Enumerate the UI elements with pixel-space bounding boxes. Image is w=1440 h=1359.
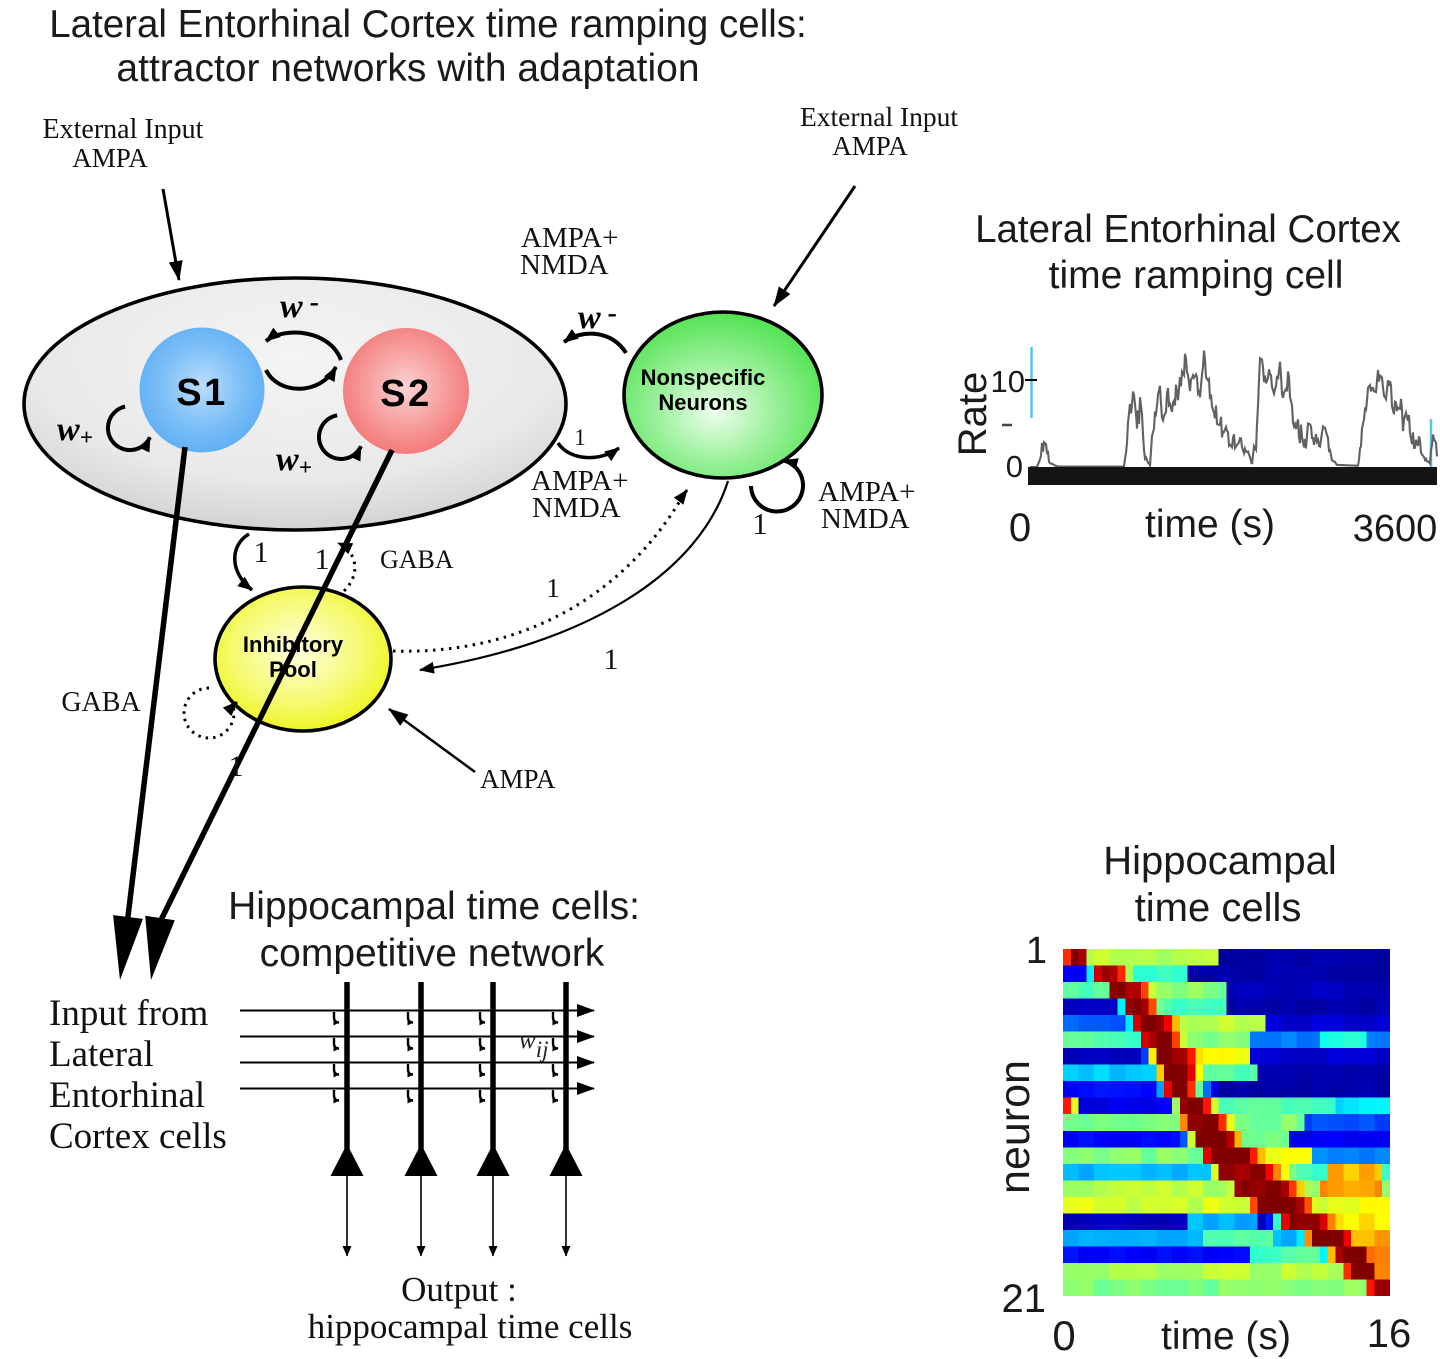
svg-text:AMPA: AMPA — [72, 143, 148, 173]
svg-text:Lateral Entorhinal Cortex: Lateral Entorhinal Cortex — [975, 208, 1401, 251]
svg-text:Cortex cells: Cortex cells — [49, 1116, 227, 1157]
svg-text:NMDA: NMDA — [821, 503, 910, 535]
svg-text:1: 1 — [229, 750, 244, 783]
svg-text:3600: 3600 — [1353, 508, 1438, 550]
svg-text:Output :: Output : — [401, 1270, 517, 1309]
svg-text:time cells: time cells — [1135, 886, 1302, 930]
svg-text:wij: wij — [519, 1027, 548, 1062]
svg-text:Lateral Entorhinal Cortex time: Lateral Entorhinal Cortex time ramping c… — [49, 3, 807, 46]
svg-text:hippocampal time cells: hippocampal time cells — [308, 1307, 633, 1346]
svg-text:10: 10 — [991, 364, 1025, 399]
svg-text:S1: S1 — [176, 372, 227, 414]
svg-text:AMPA+: AMPA+ — [521, 222, 619, 254]
svg-text:1: 1 — [752, 506, 768, 541]
svg-text:competitive network: competitive network — [260, 932, 605, 975]
svg-text:S2: S2 — [380, 373, 431, 415]
svg-text:1: 1 — [546, 573, 560, 603]
svg-text:16: 16 — [1367, 1312, 1412, 1356]
svg-text:neuron: neuron — [991, 1060, 1039, 1194]
svg-text:1: 1 — [254, 536, 269, 569]
svg-text:time ramping cell: time ramping cell — [1049, 254, 1344, 297]
svg-text:GABA: GABA — [61, 687, 141, 718]
svg-text:AMPA+: AMPA+ — [818, 476, 916, 508]
svg-text:Entorhinal: Entorhinal — [49, 1075, 205, 1116]
svg-text:Neurons: Neurons — [658, 390, 747, 415]
svg-text:attractor networks with adapta: attractor networks with adaptation — [116, 47, 699, 90]
svg-text:AMPA: AMPA — [480, 764, 556, 794]
svg-text:NMDA: NMDA — [532, 492, 621, 524]
svg-text:0: 0 — [1006, 449, 1023, 484]
svg-text:w -: w - — [578, 298, 617, 336]
svg-text:21: 21 — [1002, 1277, 1047, 1321]
svg-text:Lateral: Lateral — [49, 1034, 154, 1075]
svg-text:External Input: External Input — [43, 114, 204, 145]
svg-text:Hippocampal time cells:: Hippocampal time cells: — [228, 885, 640, 928]
svg-text:0: 0 — [1052, 1312, 1075, 1359]
svg-text:1: 1 — [604, 643, 619, 676]
svg-text:Rate: Rate — [951, 372, 995, 457]
svg-text:GABA: GABA — [380, 545, 454, 574]
svg-text:1: 1 — [574, 425, 586, 450]
svg-text:Nonspecific: Nonspecific — [641, 365, 766, 390]
svg-text:1: 1 — [315, 543, 330, 576]
svg-text:AMPA+: AMPA+ — [531, 465, 629, 497]
svg-text:1: 1 — [1026, 930, 1047, 972]
svg-text:Hippocampal: Hippocampal — [1103, 839, 1336, 883]
svg-text:NMDA: NMDA — [520, 249, 609, 281]
svg-text:Input from: Input from — [49, 993, 208, 1034]
svg-text:External Input: External Input — [800, 101, 958, 132]
svg-text:Pool: Pool — [269, 657, 317, 682]
svg-text:time (s): time (s) — [1161, 1315, 1291, 1358]
svg-text:0: 0 — [1009, 506, 1031, 550]
svg-text:time (s): time (s) — [1145, 503, 1275, 546]
svg-text:AMPA: AMPA — [832, 131, 908, 161]
